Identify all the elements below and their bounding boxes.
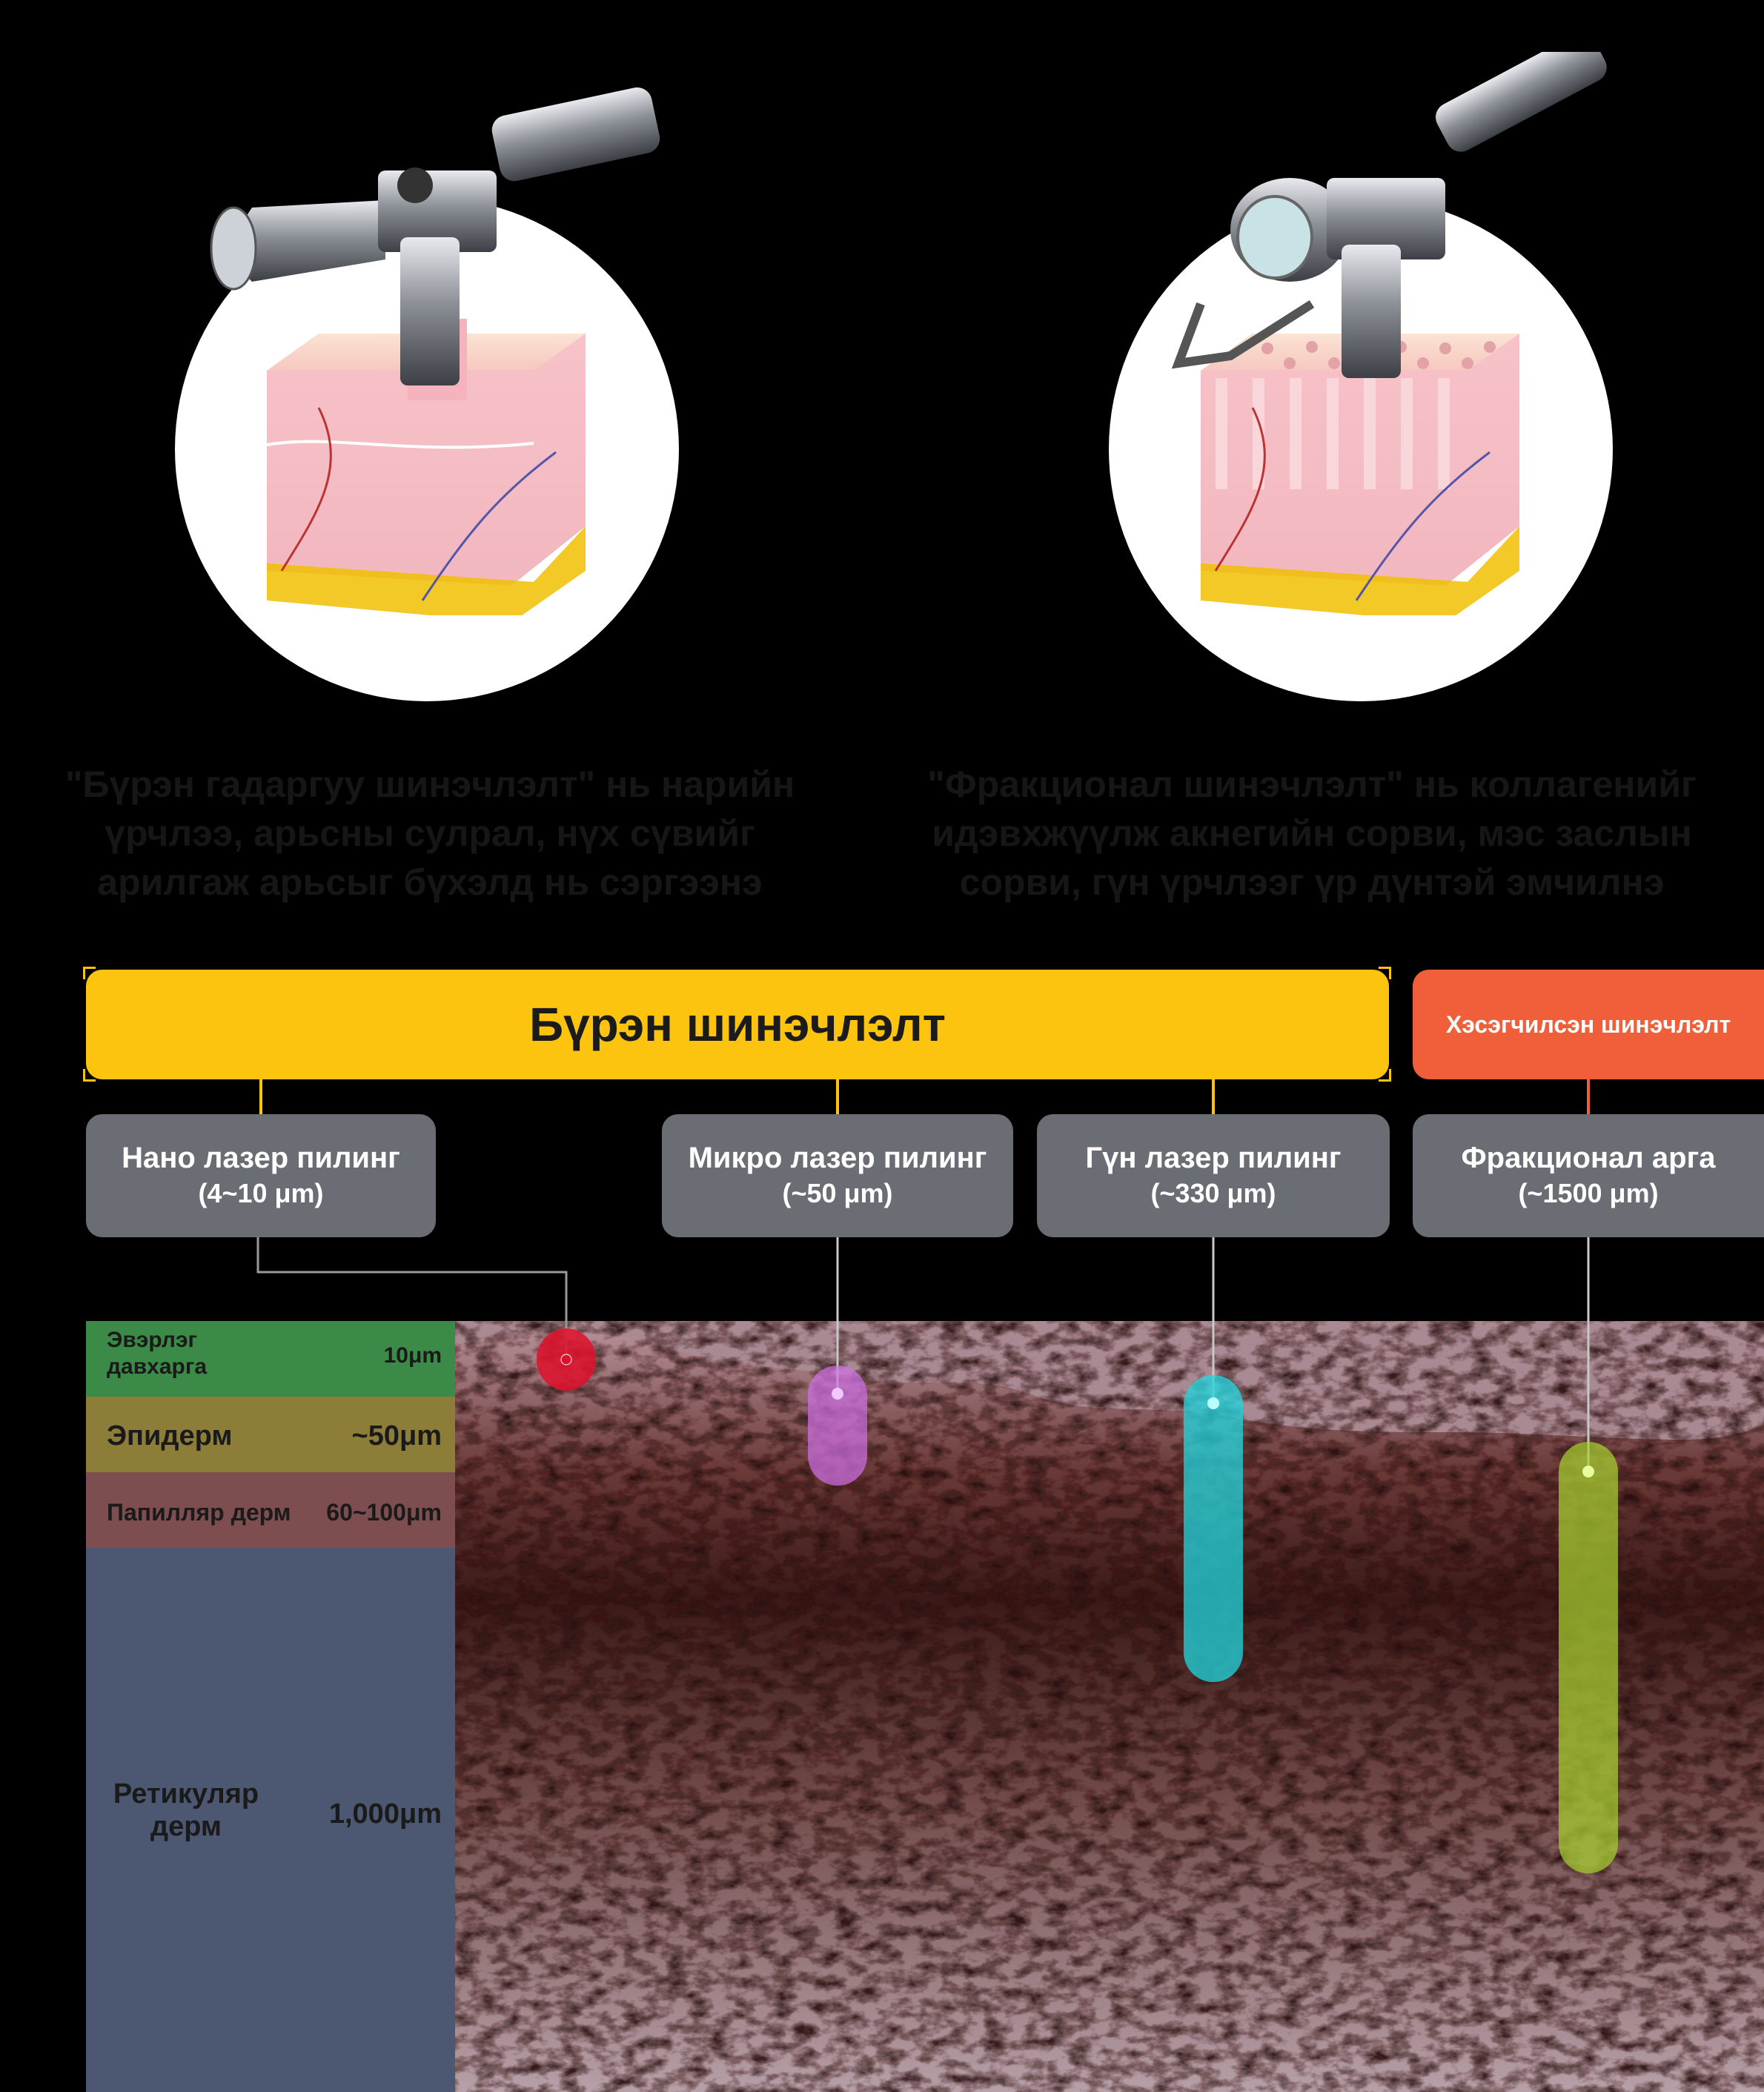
method-depth: (~1500 μm) — [1518, 1178, 1659, 1208]
method-deep-laser-peel: Гүн лазер пилинг (~330 μm) — [1037, 1114, 1390, 1237]
skin-block-icon — [1201, 334, 1519, 615]
layer-reticular-dermis: Ретикуляр дерм 1,000μm — [86, 1548, 455, 2092]
layer-name: Папилляр дерм — [107, 1499, 291, 1526]
method-depth: (~330 μm) — [1150, 1178, 1276, 1208]
method-name: Микро лазер пилинг — [688, 1142, 987, 1174]
fractional-resurfacing-illustration — [1171, 52, 1607, 615]
method-name: Фракционал арга — [1461, 1142, 1716, 1174]
skin-histology-image — [455, 1321, 1764, 2092]
method-nano-laser-peel: Нано лазер пилинг (4~10 μm) — [86, 1114, 436, 1237]
layer-name: Эпидерм — [107, 1420, 233, 1452]
selection-corner — [1379, 1069, 1391, 1082]
laser-handpiece-icon — [1171, 52, 1607, 378]
banner-fractional-resurfacing: Хэсэгчилсэн шинэчлэлт — [1413, 970, 1764, 1079]
selection-corner — [1379, 967, 1391, 979]
layer-thickness: ~50μm — [351, 1420, 442, 1452]
layer-thickness: 1,000μm — [328, 1798, 442, 1830]
selection-corner — [83, 967, 96, 979]
method-micro-laser-peel: Микро лазер пилинг (~50 μm) — [662, 1114, 1013, 1237]
layer-thickness: 60~100μm — [326, 1499, 442, 1526]
layer-papillary-dermis: Папилляр дерм 60~100μm — [86, 1472, 455, 1548]
layer-name: Ретикуляр дерм — [113, 1778, 259, 1842]
layer-thickness: 10μm — [383, 1343, 442, 1368]
laser-handpiece-icon — [210, 87, 660, 385]
caption-fractional-resurfacing: "Фракционал шинэчлэлт" нь коллагенийг ид… — [927, 764, 1697, 903]
layer-stratum-corneum: Эвэрлэг давхарга 10μm — [86, 1321, 455, 1397]
method-fractional: Фракционал арга (~1500 μm) — [1413, 1114, 1764, 1237]
full-resurfacing-illustration — [210, 87, 660, 615]
layer-epidermis: Эпидерм ~50μm — [86, 1397, 455, 1472]
banner-full-resurfacing: Бүрэн шинэчлэлт — [86, 970, 1389, 1079]
method-name: Гүн лазер пилинг — [1085, 1142, 1342, 1174]
caption-full-resurfacing: "Бүрэн гадаргуу шинэчлэлт" нь нарийн үрч… — [64, 764, 795, 903]
layer-name: Эвэрлэг давхарга — [107, 1328, 208, 1379]
method-name: Нано лазер пилинг — [122, 1142, 400, 1174]
selection-corner — [83, 1069, 96, 1082]
method-depth: (~50 μm) — [782, 1178, 893, 1208]
method-depth: (4~10 μm) — [198, 1178, 324, 1208]
